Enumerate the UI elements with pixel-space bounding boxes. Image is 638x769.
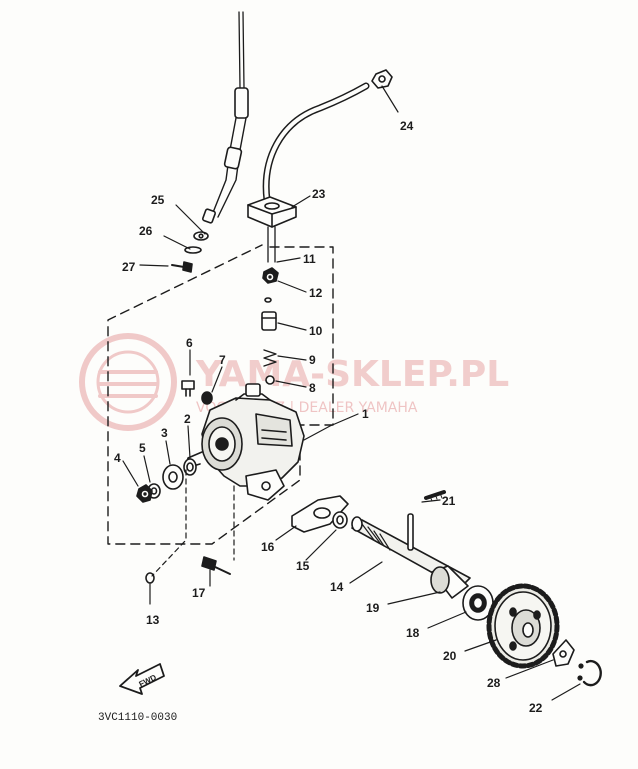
banjo-bolt [262, 267, 279, 284]
callout-5: 5 [139, 441, 146, 455]
callout-23: 23 [312, 187, 326, 201]
callout-13: 13 [146, 613, 160, 627]
callout-2: 2 [184, 412, 191, 426]
callout-4: 4 [114, 451, 121, 465]
pin-21 [424, 490, 446, 502]
callout-7: 7 [219, 353, 226, 367]
pump-assembly-outline [107, 244, 334, 545]
callout-3: 3 [161, 426, 168, 440]
callout-25: 25 [151, 193, 165, 207]
callout-18: 18 [406, 626, 420, 640]
callout-20: 20 [443, 649, 457, 663]
callout-28: 28 [487, 676, 501, 690]
forward-arrow-icon [119, 663, 165, 695]
bearing-18 [462, 585, 494, 621]
callout-11: 11 [303, 252, 316, 266]
callout-17: 17 [192, 586, 206, 600]
callout-22: 22 [529, 701, 543, 715]
bleed-screw [181, 380, 195, 397]
hose-clip [193, 231, 209, 241]
pump-cable [202, 11, 249, 224]
dealer-watermark [79, 333, 177, 431]
oil-seal-2 [183, 458, 197, 476]
nut-4 [136, 484, 153, 503]
delivery-pipe [262, 82, 370, 204]
callout-9: 9 [309, 353, 316, 367]
check-valve-spring [263, 349, 277, 367]
pipe-grommet [247, 196, 297, 263]
callout-10: 10 [309, 324, 323, 338]
callout-15: 15 [296, 559, 310, 573]
callout-1: 1 [362, 407, 369, 421]
dowel-pin [407, 513, 414, 551]
circlip-22 [577, 659, 602, 687]
check-valve-ball [265, 375, 275, 385]
callout-16: 16 [261, 540, 275, 554]
check-valve-body [261, 311, 277, 331]
washer-28 [552, 639, 575, 667]
mounting-screw [201, 556, 231, 575]
pump-pulley-3 [162, 464, 184, 490]
callout-21: 21 [442, 494, 456, 508]
callout-24: 24 [400, 119, 414, 133]
callout-19: 19 [366, 601, 380, 615]
pump-drive-gear [486, 583, 560, 669]
o-ring-15 [332, 511, 348, 529]
callout-leaders [122, 85, 581, 701]
watermark-site: YAMA-SKLEP.PL [195, 354, 509, 395]
small-washer-upper [264, 297, 272, 303]
callout-27: 27 [122, 260, 136, 274]
catalog-code: 3VC1110-0030 [98, 712, 177, 724]
watermark-logo-icon [79, 333, 177, 431]
callout-8: 8 [309, 381, 316, 395]
pipe-nut [371, 69, 393, 89]
screw-27 [171, 261, 193, 273]
callout-14: 14 [330, 580, 344, 594]
bleed-plug [201, 391, 213, 405]
alignment-line [151, 469, 187, 577]
callout-26: 26 [139, 224, 153, 238]
callout-6: 6 [186, 336, 193, 350]
collar-19 [430, 565, 469, 599]
callout-12: 12 [309, 286, 323, 300]
